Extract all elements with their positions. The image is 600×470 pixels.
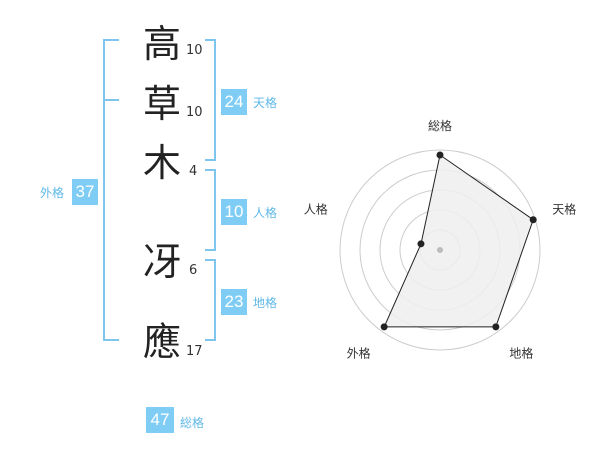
radar-axis-label: 総格 [428,118,452,133]
tenkaku-label: 天格 [253,96,278,110]
tenkaku-bracket [205,39,216,161]
radar-point [436,151,444,159]
gaikaku-bracket [103,39,119,341]
stroke-count-1: 10 [186,43,203,58]
soukaku-badge: 47 [146,407,174,433]
radar-point [529,216,537,224]
radar-point [380,323,388,331]
name-char-5: 應 [142,320,181,364]
radar-axis-label: 天格 [552,202,576,217]
chikaku-badge: 23 [221,289,247,315]
stroke-count-3: 4 [189,164,198,179]
soukaku-label: 総格 [180,416,205,430]
name-char-1: 高 [142,22,181,66]
radar-points [380,151,537,331]
radar-series [383,154,534,328]
radar-center [437,247,443,253]
radar-axis-label: 地格 [509,345,533,360]
stroke-count-5: 17 [186,344,203,359]
radar-point [492,323,500,331]
chikaku-label: 地格 [253,296,278,310]
gaikaku-label: 外格 [40,186,65,200]
chikaku-bracket [205,259,216,341]
stroke-count-2: 10 [186,105,203,120]
gaikaku-badge: 37 [72,179,98,205]
radar-grid-ring [339,149,541,351]
name-char-2: 草 [142,82,181,126]
name-char-4: 冴 [142,240,181,284]
radar-axis-label: 人格 [304,202,328,217]
jinkaku-bracket [205,169,216,251]
radar-axis-label: 外格 [347,345,371,360]
name-char-3: 木 [142,141,181,185]
tenkaku-badge: 24 [221,89,247,115]
jinkaku-badge: 10 [221,199,247,225]
jinkaku-label: 人格 [253,206,278,220]
stroke-count-4: 6 [189,263,198,278]
radar-point [417,240,425,248]
